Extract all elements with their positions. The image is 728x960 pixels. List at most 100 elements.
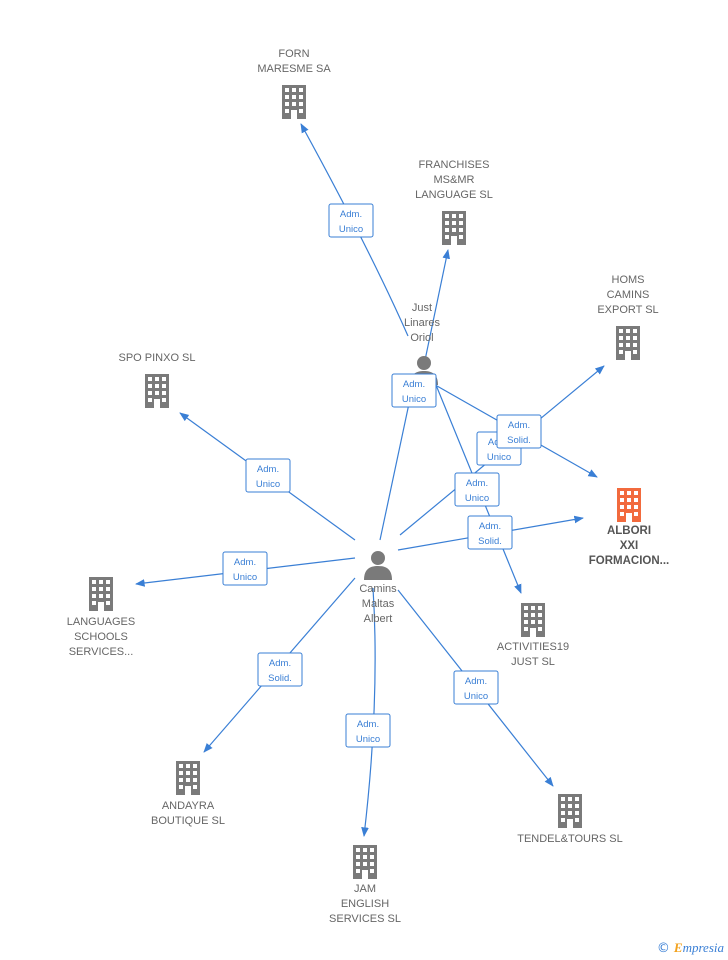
company-node-forn[interactable]: FORN MARESME SA — [257, 48, 331, 119]
company-node-andayra[interactable]: ANDAYRA BOUTIQUE SL — [151, 761, 225, 827]
copyright-icon: © — [656, 941, 670, 956]
building-icon — [521, 603, 545, 637]
company-name: EXPORT SL — [597, 304, 658, 316]
relation-text: Adm. — [269, 658, 291, 669]
person-name: Oriol — [410, 332, 433, 344]
company-name: SERVICES SL — [329, 913, 401, 925]
relation-label-just-albori[interactable]: Adm. Solid. — [496, 414, 542, 449]
edge-camins-jam — [361, 587, 376, 837]
relation-text: Adm. — [466, 478, 488, 489]
company-name: JAM — [354, 883, 376, 895]
company-node-spo[interactable]: SPO PINXO SL — [118, 352, 196, 408]
relation-text: Unico — [256, 479, 280, 490]
building-icon — [353, 845, 377, 879]
relation-text: Adm. — [357, 719, 379, 730]
company-name: LANGUAGES — [67, 616, 135, 628]
building-icon — [617, 488, 641, 522]
relation-box — [453, 670, 499, 705]
empresia-watermark: ©Empresia — [657, 940, 724, 956]
company-node-franchises[interactable]: FRANCHISES MS&MR LANGUAGE SL — [415, 159, 493, 245]
edge-just-franchises — [423, 249, 450, 366]
relation-text: Solid. — [507, 435, 531, 446]
company-name: ENGLISH — [341, 898, 389, 910]
relation-text: Adm. — [508, 420, 530, 431]
relation-box — [391, 373, 437, 408]
relation-box — [222, 551, 268, 586]
relation-text: Adm. — [234, 557, 256, 568]
person-name: Camins — [359, 583, 397, 595]
company-node-albori[interactable]: ALBORI XXI FORMACION... — [589, 488, 670, 567]
relation-label-just-activities[interactable]: Adm. Unico — [454, 472, 500, 507]
relation-label-camins-languages[interactable]: Adm. Unico — [222, 551, 268, 586]
relation-text: Unico — [339, 224, 363, 235]
relation-text: Solid. — [478, 536, 502, 547]
company-name: HOMS — [612, 274, 645, 286]
relation-label-camins-just[interactable]: Adm. Unico — [391, 373, 437, 408]
relation-box — [257, 652, 303, 687]
building-icon — [616, 326, 640, 360]
relation-label-camins-andayra[interactable]: Adm. Solid. — [257, 652, 303, 687]
person-name: Albert — [364, 613, 393, 625]
person-name: Maltas — [362, 598, 395, 610]
building-icon — [89, 577, 113, 611]
relation-text: Adm. — [403, 379, 425, 390]
company-name: FORN — [278, 48, 309, 60]
company-node-homs[interactable]: HOMS CAMINS EXPORT SL — [597, 274, 659, 360]
company-name: LANGUAGE SL — [415, 189, 493, 201]
company-name: SCHOOLS — [74, 631, 128, 643]
building-icon — [442, 211, 466, 245]
relation-box — [454, 472, 500, 507]
relation-text: Solid. — [268, 673, 292, 684]
building-icon — [282, 85, 306, 119]
company-node-languages[interactable]: LANGUAGES SCHOOLS SERVICES... — [67, 577, 135, 658]
relation-text: Adm. — [465, 676, 487, 687]
company-name: JUST SL — [511, 656, 555, 668]
company-name: ANDAYRA — [162, 800, 215, 812]
company-name: FRANCHISES — [419, 159, 490, 171]
company-name: TENDEL&TOURS SL — [517, 833, 623, 845]
relation-box — [245, 458, 291, 493]
relation-label-camins-jam[interactable]: Adm. Unico — [345, 713, 391, 748]
company-node-jam[interactable]: JAM ENGLISH SERVICES SL — [329, 845, 401, 925]
relation-label-camins-tendel[interactable]: Adm. Unico — [453, 670, 499, 705]
relation-text: Unico — [402, 394, 426, 405]
company-name: MARESME SA — [257, 63, 331, 75]
relation-text: Unico — [465, 493, 489, 504]
company-name: SERVICES... — [69, 646, 134, 658]
brand-initial: E — [673, 940, 683, 955]
person-name: Just — [412, 302, 432, 314]
relation-text: Unico — [233, 572, 257, 583]
company-name: FORMACION... — [589, 555, 670, 567]
person-icon — [364, 551, 392, 580]
brand-name: mpresia — [682, 940, 724, 955]
company-name: MS&MR — [434, 174, 475, 186]
relation-text: Unico — [356, 734, 380, 745]
relation-text: Unico — [464, 691, 488, 702]
company-name: ACTIVITIES19 — [497, 641, 569, 653]
edge-just-forn — [300, 123, 409, 337]
relation-text: Unico — [487, 452, 511, 463]
relation-box — [467, 515, 513, 550]
building-icon — [145, 374, 169, 408]
relation-label-just-forn[interactable]: Adm. Unico — [328, 203, 374, 238]
relation-box — [328, 203, 374, 238]
company-name: SPO PINXO SL — [118, 352, 195, 364]
company-name: CAMINS — [607, 289, 650, 301]
relation-text: Adm. — [479, 521, 501, 532]
relation-box — [345, 713, 391, 748]
company-name: ALBORI — [607, 525, 651, 537]
relation-box — [496, 414, 542, 449]
company-node-tendel[interactable]: TENDEL&TOURS SL — [517, 794, 623, 845]
building-icon — [558, 794, 582, 828]
company-name: BOUTIQUE SL — [151, 815, 225, 827]
relation-text: Adm. — [340, 209, 362, 220]
relation-label-camins-albori[interactable]: Adm. Solid. — [467, 515, 513, 550]
relation-label-camins-spo[interactable]: Adm. Unico — [245, 458, 291, 493]
person-name: Linares — [404, 317, 441, 329]
relation-text: Adm. — [257, 464, 279, 475]
company-name: XXI — [620, 540, 639, 552]
